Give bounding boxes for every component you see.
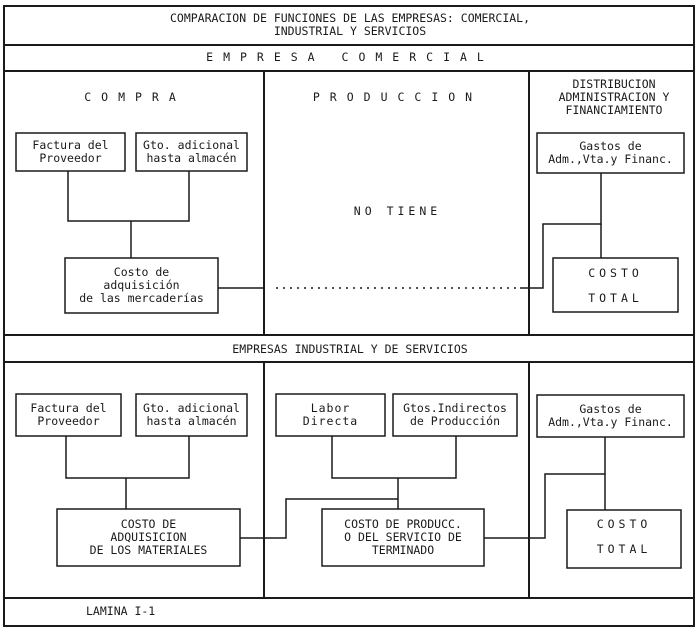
gto-industrial-text: Gto. adicional hasta almacén: [143, 401, 240, 428]
factura-comercial-text: Factura del Proveedor: [32, 138, 109, 165]
comercial-header: EMPRESA COMERCIAL: [206, 50, 494, 64]
col-header-produccion: PRODUCCION: [312, 90, 483, 104]
costo-adquisicion-industrial-text: COSTO DE ADQUISICION DE LOS MATERIALES: [89, 517, 208, 557]
box-costo-total-comercial: [552, 257, 679, 313]
industrial-header: EMPRESAS INDUSTRIAL Y DE SERVICIOS: [232, 342, 468, 356]
no-tiene-text: NO TIENE: [353, 204, 442, 218]
col-header-compra: COMPRA: [84, 90, 186, 104]
costo-produccion-text: COSTO DE PRODUCC. O DEL SERVICIO DE TERM…: [344, 517, 462, 557]
costo-total-industrial-line2: TOTAL: [596, 542, 652, 556]
outer-frame: [3, 5, 695, 627]
box-costo-total-industrial: [566, 509, 682, 569]
factura-industrial-text: Factura del Proveedor: [30, 401, 107, 428]
costo-total-comercial-line2: TOTAL: [588, 291, 643, 305]
costo-total-comercial-line1: COSTO: [588, 266, 643, 280]
title-line-1: COMPARACION DE FUNCIONES DE LAS EMPRESAS…: [169, 11, 531, 25]
box-gtos-indirectos: [392, 393, 518, 437]
box-factura-industrial: [15, 393, 122, 437]
connector-prod-to-total: [484, 437, 606, 539]
labor-directa-text: Labor Directa: [302, 401, 359, 428]
costo-adquisicion-comercial-text: Costo de adquisición de las mercaderías: [79, 265, 204, 305]
connector-ind-compra-merge: [65, 436, 190, 479]
connector-adq-to-prod: [240, 498, 398, 539]
box-costo-adquisicion-comercial: [64, 257, 219, 314]
gto-comercial-text: Gto. adicional hasta almacén: [143, 138, 240, 165]
connector-compra-merge: [67, 171, 190, 222]
col-header-distribucion: DISTRIBUCION ADMINISTRACION Y FINANCIAMI…: [558, 77, 670, 117]
footer-lamina: LAMINA I-1: [86, 604, 156, 618]
box-factura-comercial: [15, 132, 126, 172]
box-gto-comercial: [135, 132, 248, 172]
title-line-2: INDUSTRIAL Y SERVICIOS: [273, 24, 427, 38]
connector-to-costo-total: [520, 173, 602, 289]
gastos-industrial-text: Gastos de Adm.,Vta.y Financ.: [548, 402, 673, 429]
gtos-indirectos-text: Gtos.Indirectos de Producción: [403, 401, 507, 428]
box-gto-industrial: [135, 393, 248, 437]
box-labor-directa: [275, 393, 386, 437]
box-costo-adquisicion-industrial: [56, 508, 241, 567]
box-gastos-industrial: [536, 394, 685, 438]
costo-total-industrial-line1: COSTO: [596, 517, 652, 531]
connector-ind-prod-merge: [331, 436, 457, 479]
box-gastos-comercial: [536, 132, 685, 174]
box-costo-produccion: [321, 508, 485, 567]
gastos-comercial-text: Gastos de Adm.,Vta.y Financ.: [548, 139, 673, 166]
